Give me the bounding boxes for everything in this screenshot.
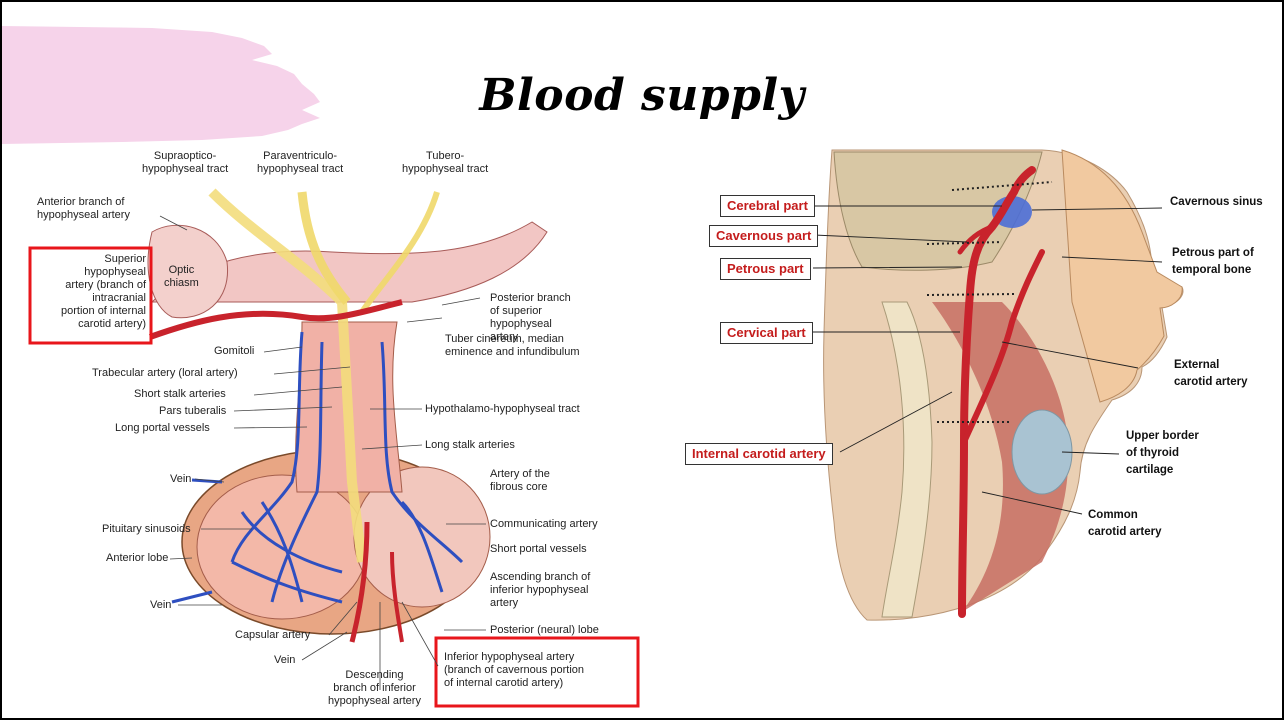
label-pituitary-sinusoids: Pituitary sinusoids — [102, 523, 191, 536]
tag-cervical-part: Cervical part — [720, 322, 813, 344]
label-tubero-tract: Tubero-hypophyseal tract — [402, 150, 488, 176]
label-posterior-lobe: Posterior (neural) lobe — [490, 624, 599, 637]
label-hypothalamo-tract: Hypothalamo-hypophyseal tract — [425, 403, 580, 416]
label-vein: Vein — [170, 473, 191, 486]
label-capsular-artery: Capsular artery — [235, 629, 310, 642]
label-communicating-artery: Communicating artery — [490, 518, 598, 531]
label-pars-tuberalis: Pars tuberalis — [159, 405, 226, 418]
label-cavernous-sinus: Cavernous sinus — [1170, 194, 1263, 211]
label-gomitoli: Gomitoli — [214, 345, 254, 358]
label-inferior-hypophyseal-artery: Inferior hypophyseal artery(branch of ca… — [444, 651, 584, 690]
tag-petrous-part: Petrous part — [720, 258, 811, 280]
tag-cavernous-part: Cavernous part — [709, 225, 818, 247]
label-short-portal-vessels: Short portal vessels — [490, 543, 587, 556]
label-vein: Vein — [150, 599, 171, 612]
label-vein: Vein — [274, 654, 295, 667]
label-short-stalk-arteries: Short stalk arteries — [134, 388, 226, 401]
tag-internal-carotid-artery: Internal carotid artery — [685, 443, 833, 465]
label-trabecular-artery: Trabecular artery (loral artery) — [92, 367, 238, 380]
label-long-portal-vessels: Long portal vessels — [115, 422, 210, 435]
pituitary-illustration — [2, 2, 652, 718]
label-supraoptico-tract: Supraoptico-hypophyseal tract — [142, 150, 228, 176]
label-paraventriculo-tract: Paraventriculo-hypophyseal tract — [257, 150, 343, 176]
tag-cerebral-part: Cerebral part — [720, 195, 815, 217]
label-anterior-lobe: Anterior lobe — [106, 552, 168, 565]
label-long-stalk-arteries: Long stalk arteries — [425, 439, 515, 452]
